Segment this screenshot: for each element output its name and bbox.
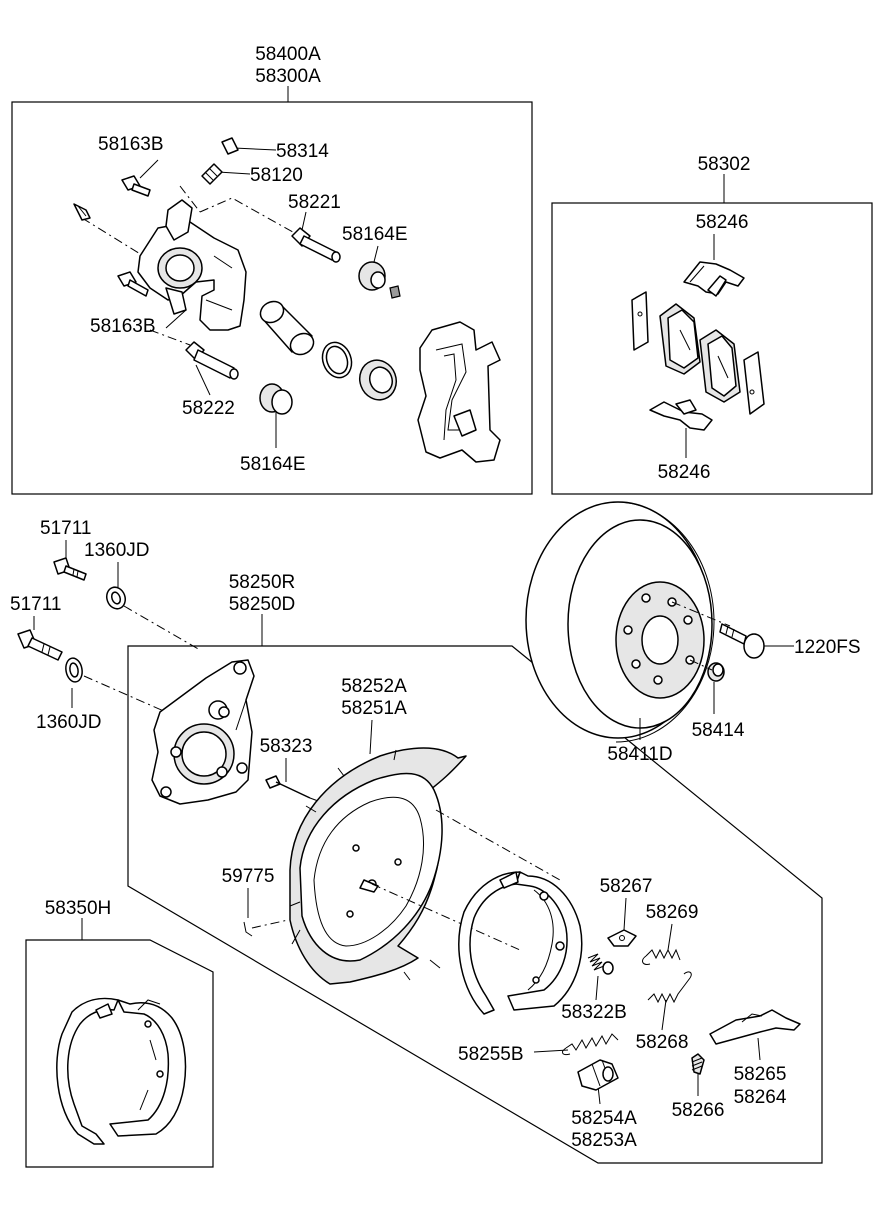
- pad-shim-right-icon: [743, 351, 765, 415]
- label-58322B: 58322B: [561, 1002, 627, 1023]
- label-58246-bot: 58246: [658, 462, 711, 483]
- brake-adapter-plate-icon: [151, 659, 255, 805]
- adjuster-plate-icon: [607, 929, 637, 947]
- label-58250D: 58250D: [229, 594, 296, 615]
- label-1360JD-top: 1360JD: [84, 540, 150, 561]
- label-58246-top: 58246: [696, 212, 749, 233]
- bleeder-screw-icon: [201, 163, 223, 185]
- label-58300A: 58300A: [255, 66, 321, 87]
- bolt-51711-upper-icon: [53, 557, 87, 581]
- rotor-plug-icon: [707, 662, 725, 682]
- label-58164E-top: 58164E: [342, 224, 408, 245]
- label-58268: 58268: [636, 1032, 689, 1053]
- label-58255B: 58255B: [458, 1044, 524, 1065]
- pad-clip-upper-icon: [683, 261, 745, 297]
- label-58314: 58314: [276, 141, 329, 162]
- label-58414: 58414: [692, 720, 745, 741]
- brake-rotor-group: 1220FS 58414 58411D: [525, 501, 861, 765]
- label-58254A: 58254A: [571, 1108, 637, 1129]
- parking-brake-shoe-set-icon: [458, 871, 583, 1015]
- washer-1360JD-upper-icon: [105, 586, 127, 610]
- label-58266: 58266: [672, 1100, 725, 1121]
- caliper-assembly-group: 58400A 58300A 58163B 58314 58120 58221 5…: [11, 44, 533, 495]
- shoe-kit-frame: [25, 939, 214, 1168]
- label-58269: 58269: [646, 902, 699, 923]
- pin-boot-lower-icon: [259, 383, 293, 415]
- label-51711-bot: 51711: [10, 594, 61, 615]
- label-58120: 58120: [250, 165, 303, 186]
- pin-boot-upper-icon: [358, 261, 401, 299]
- label-58411D: 58411D: [607, 744, 672, 765]
- guide-pin-lower-icon: [185, 341, 239, 380]
- hold-down-pin-icon: [265, 775, 311, 799]
- backing-plate-icon: [289, 747, 467, 985]
- parking-brake-group: 58250R 58250D 58252A 58251A 58323 59775 …: [127, 572, 823, 1164]
- adjuster-spring-icon: [562, 1033, 619, 1055]
- label-58264: 58264: [734, 1087, 787, 1108]
- bleeder-clip-icon: [73, 203, 91, 221]
- bleeder-cap-icon: [221, 137, 239, 155]
- adjuster-lever-spring-icon: [691, 1053, 705, 1075]
- shoe-kit-shoes-icon: [56, 997, 187, 1145]
- label-58250R: 58250R: [229, 572, 296, 593]
- label-58267: 58267: [600, 876, 653, 897]
- label-58221: 58221: [288, 192, 341, 213]
- guide-bolt-top-icon: [121, 175, 151, 197]
- label-58252A: 58252A: [341, 676, 407, 697]
- washer-1360JD-lower-icon: [65, 657, 83, 683]
- piston-seal-icon: [321, 341, 353, 379]
- hold-down-spring-icon: [587, 953, 614, 975]
- label-58302: 58302: [698, 154, 751, 175]
- brake-pad-right-icon: [699, 329, 741, 403]
- label-58251A: 58251A: [341, 698, 407, 719]
- caliper-group-frame: [11, 101, 533, 495]
- label-58323: 58323: [260, 736, 313, 757]
- brake-pad-group: 58302 58246 58246: [551, 154, 873, 495]
- brake-rotor-icon: [525, 501, 715, 743]
- retainer-clip-icon: [243, 919, 289, 937]
- label-58400A: 58400A: [255, 44, 321, 65]
- adjuster-assembly-icon: [577, 1059, 619, 1091]
- guide-pin-upper-icon: [291, 227, 341, 263]
- parking-lever-icon: [709, 1009, 801, 1045]
- label-58265: 58265: [734, 1064, 787, 1085]
- return-spring-long-icon: [647, 971, 692, 1004]
- brake-pad-left-icon: [659, 303, 701, 375]
- return-spring-short-icon: [642, 948, 681, 965]
- label-58350H: 58350H: [45, 898, 112, 919]
- guide-bolt-bottom-icon: [117, 271, 149, 297]
- bolt-51711-lower-icon: [17, 629, 63, 661]
- rotor-screw-icon: [719, 623, 765, 659]
- label-1220FS: 1220FS: [794, 637, 861, 658]
- pad-shim-left-icon: [631, 291, 649, 351]
- pad-group-frame: [551, 202, 873, 495]
- parking-brake-group-frame: [127, 645, 823, 1164]
- pad-clip-lower-icon: [649, 399, 713, 431]
- label-51711-top: 51711: [40, 518, 91, 539]
- label-58163B-bot: 58163B: [90, 316, 156, 337]
- piston-dust-boot-icon: [359, 359, 397, 401]
- label-59775: 59775: [222, 866, 275, 887]
- caliper-body-icon: [137, 199, 247, 331]
- caliper-piston-icon: [259, 300, 315, 356]
- shoe-kit-group: 58350H: [25, 898, 214, 1168]
- label-58164E-bot: 58164E: [240, 454, 306, 475]
- label-1360JD-bot: 1360JD: [36, 712, 102, 733]
- label-58163B-top: 58163B: [98, 134, 164, 155]
- mounting-hardware-group: 51711 1360JD 51711 1360JD: [10, 518, 201, 733]
- label-58253A: 58253A: [571, 1130, 637, 1151]
- label-58222: 58222: [182, 398, 235, 419]
- caliper-bracket-icon: [417, 321, 501, 463]
